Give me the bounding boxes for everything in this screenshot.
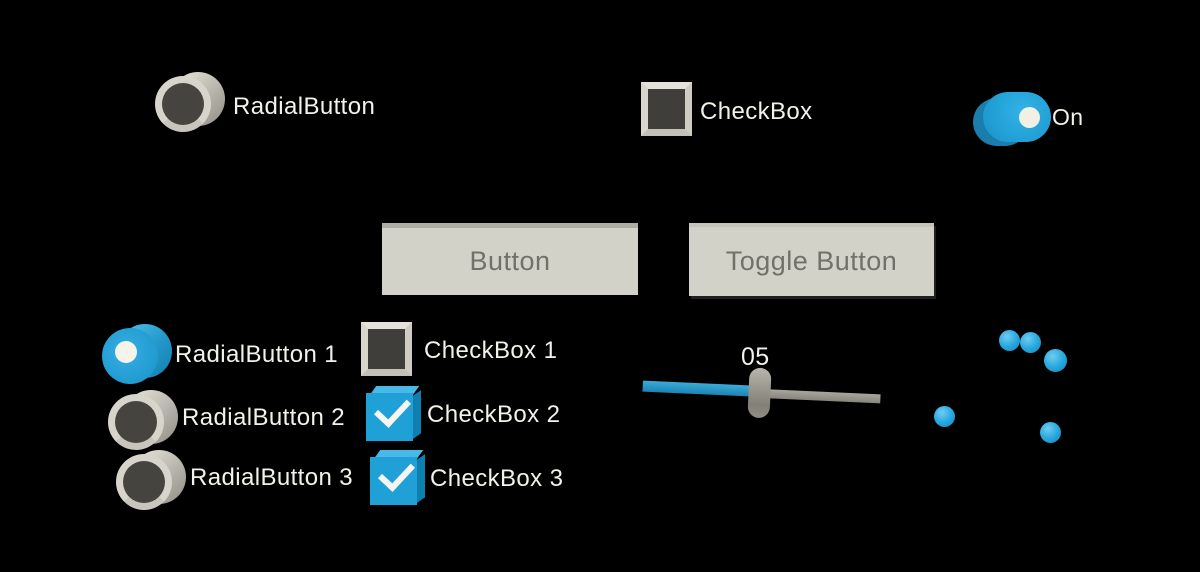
slider-track[interactable] xyxy=(754,388,881,404)
checkbox-3-icon[interactable] xyxy=(370,450,426,507)
sphere[interactable] xyxy=(1044,349,1067,372)
checkbox-demo-label: CheckBox xyxy=(700,98,813,125)
radial-button-2-label: RadialButton 2 xyxy=(182,404,346,431)
checkbox-3-label: CheckBox 3 xyxy=(430,465,564,492)
toggle-button-label: Toggle Button xyxy=(725,246,898,276)
toggle-state-label: On xyxy=(1052,104,1084,130)
radial-button-3-label: RadialButton 3 xyxy=(190,464,354,491)
sphere[interactable] xyxy=(1020,332,1041,353)
slider-track-filled[interactable] xyxy=(642,380,757,397)
sphere[interactable] xyxy=(934,406,955,427)
checkbox-2-icon[interactable] xyxy=(366,386,422,443)
sphere[interactable] xyxy=(999,330,1020,351)
button[interactable]: Button xyxy=(382,223,638,295)
radial-button-2[interactable] xyxy=(108,390,180,452)
toggle-switch[interactable] xyxy=(971,90,1063,148)
toggle-button[interactable]: Toggle Button xyxy=(689,223,934,296)
radial-button-3-icon[interactable] xyxy=(116,454,172,510)
slider-thumb[interactable] xyxy=(747,367,772,419)
toggle-knob-icon[interactable] xyxy=(1019,107,1040,128)
radial-button-1-selected-dot xyxy=(115,341,137,363)
checkbox-3-cube-front[interactable] xyxy=(370,457,417,505)
slider[interactable] xyxy=(635,334,889,430)
checkbox-1-icon[interactable] xyxy=(361,322,412,376)
checkbox-1-label: CheckBox 1 xyxy=(424,337,558,364)
sphere[interactable] xyxy=(1040,422,1061,443)
checkbox-3-cube-side xyxy=(417,454,425,503)
slider-value: 05 xyxy=(741,343,770,371)
radial-button-1-label: RadialButton 1 xyxy=(175,341,339,368)
checkbox-demo-icon[interactable] xyxy=(641,82,692,136)
radial-button-2-icon[interactable] xyxy=(108,394,164,450)
checkbox-2-cube-front[interactable] xyxy=(366,393,413,441)
radial-button-icon[interactable] xyxy=(155,76,211,132)
checkbox-2-label: CheckBox 2 xyxy=(427,401,561,428)
radial-button-3[interactable] xyxy=(116,450,188,512)
checkbox-2-cube-side xyxy=(413,390,421,439)
button-label: Button xyxy=(469,246,551,276)
toggle-switch-pill[interactable] xyxy=(983,92,1051,142)
radial-button-demo[interactable] xyxy=(155,72,227,134)
radial-button-demo-label: RadialButton xyxy=(233,93,376,120)
radial-button-1[interactable] xyxy=(102,324,174,386)
